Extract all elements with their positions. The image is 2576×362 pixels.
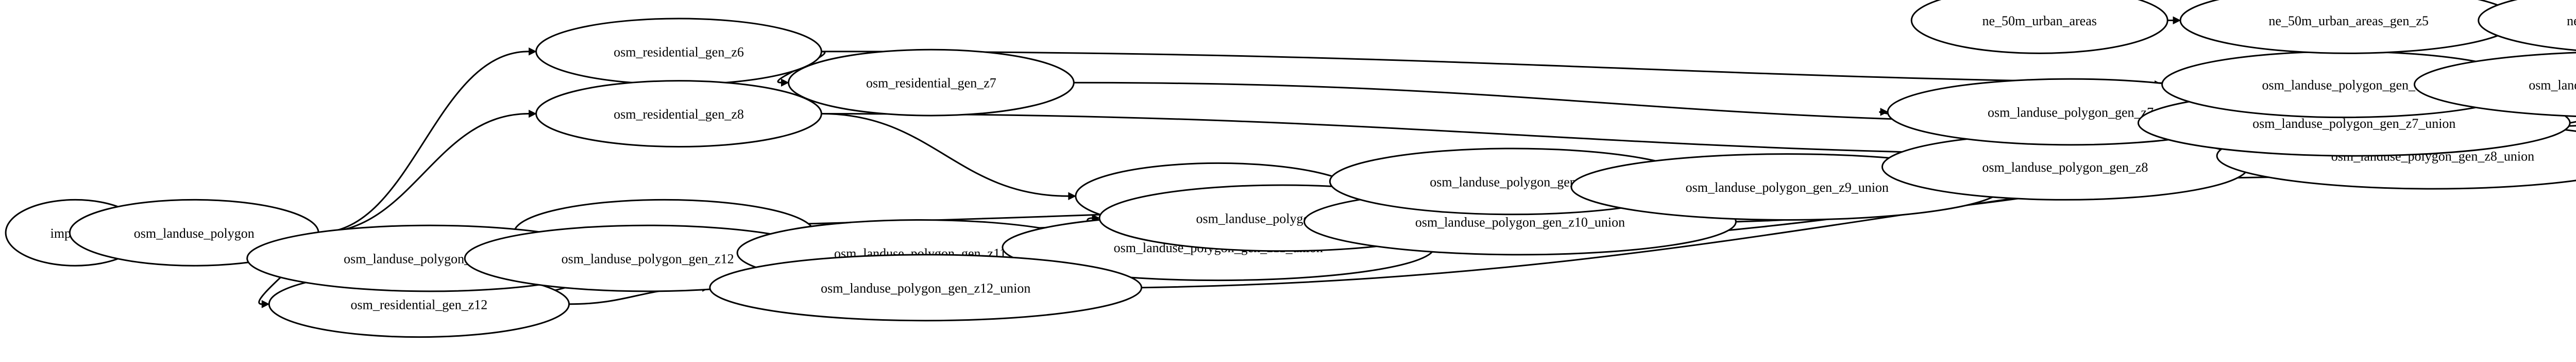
node-label: osm_landuse_polygon_gen_z7_union xyxy=(2252,116,2455,131)
arrowhead-icon xyxy=(529,47,537,56)
graph-node-osm_landuse_polygon_gen_z8[interactable]: osm_landuse_polygon_gen_z8 xyxy=(1881,133,2249,201)
node-label: ne_50m_urban_areas_gen_z4 xyxy=(2567,13,2576,28)
graph-node-osm_residential_gen_z8[interactable]: osm_residential_gen_z8 xyxy=(535,80,822,147)
graph-edge xyxy=(2165,16,2181,25)
node-label: osm_landuse_polygon_gen_z12_union xyxy=(821,281,1030,295)
node-ellipse[interactable] xyxy=(535,80,822,147)
graph-node-ne_50m_urban_areas_gen_z4[interactable]: ne_50m_urban_areas_gen_z4 xyxy=(2478,0,2576,53)
arrowhead-icon xyxy=(529,109,537,118)
edge-path xyxy=(318,51,529,234)
node-ellipse[interactable] xyxy=(709,254,1143,322)
graph-edge xyxy=(821,113,1076,201)
node-ellipse[interactable] xyxy=(2414,52,2576,118)
graph-node-ne_50m_urban_areas[interactable]: ne_50m_urban_areas xyxy=(1910,0,2168,54)
graph-node-osm_residential_gen_z7[interactable]: osm_residential_gen_z7 xyxy=(788,48,1075,117)
arrowhead-icon xyxy=(1068,192,1076,201)
arrowhead-icon xyxy=(261,300,270,308)
node-label: osm_residential_gen_z8 xyxy=(614,107,744,122)
edge-path xyxy=(821,113,1069,197)
edge-path xyxy=(318,113,529,234)
arrowhead-icon xyxy=(2173,16,2181,25)
node-ellipse[interactable] xyxy=(2478,0,2576,53)
graph-node-osm_residential_gen_z6[interactable]: osm_residential_gen_z6 xyxy=(535,18,822,86)
node-label: osm_landuse_polygon_gen_z6_union xyxy=(2529,77,2576,92)
graph-node-ne_50m_urban_areas_gen_z5[interactable]: ne_50m_urban_areas_gen_z5 xyxy=(2179,0,2518,54)
node-label: osm_landuse_polygon_gen_z8 xyxy=(1982,160,2148,175)
node-label: osm_residential_gen_z7 xyxy=(866,76,996,91)
node-label: osm_residential_gen_z12 xyxy=(351,297,488,312)
arrowhead-icon xyxy=(781,78,789,87)
node-label: osm_landuse_polygon_gen_z9_union xyxy=(1686,180,1889,195)
node-label: osm_landuse_polygon_gen_z10_union xyxy=(1415,215,1625,230)
graph-edge xyxy=(318,109,537,234)
node-label: osm_landuse_polygon_gen_z6 xyxy=(2262,77,2428,92)
node-ellipse[interactable] xyxy=(1910,0,2168,54)
node-label: osm_residential_gen_z6 xyxy=(614,44,744,59)
graph-edge xyxy=(318,47,537,234)
node-label: osm_landuse_polygon_gen_z9 xyxy=(1430,174,1596,189)
node-layer: imposm3osm_landuse_polygonosm_residentia… xyxy=(5,0,2576,338)
node-label: ne_50m_urban_areas xyxy=(1982,13,2097,28)
graph-node-osm_landuse_polygon_gen_z6_union[interactable]: osm_landuse_polygon_gen_z6_union xyxy=(2414,52,2576,118)
node-label: osm_landuse_polygon_gen_z12 xyxy=(562,252,734,267)
graph-node-osm_landuse_polygon_gen_z12_union[interactable]: osm_landuse_polygon_gen_z12_union xyxy=(709,254,1143,322)
node-label: osm_landuse_polygon xyxy=(134,226,255,241)
node-label: osm_landuse_polygon_gen_z7 xyxy=(1988,105,2154,120)
arrowhead-icon xyxy=(1880,108,1889,116)
node-label: ne_50m_urban_areas_gen_z5 xyxy=(2268,13,2428,28)
node-ellipse[interactable] xyxy=(788,48,1075,117)
